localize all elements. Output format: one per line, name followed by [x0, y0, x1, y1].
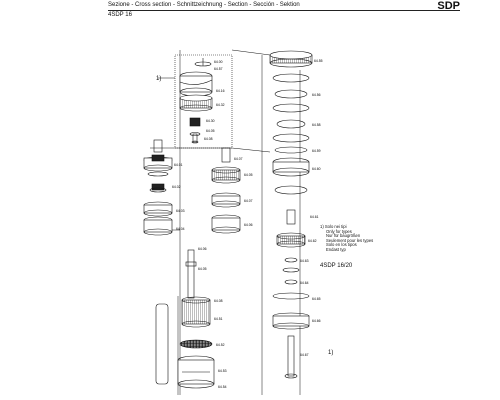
part-label: 64.65 [312, 297, 321, 301]
part-label: 64.30 [206, 119, 215, 123]
part-label: 64.60 [312, 167, 321, 171]
part-label: 64.03 [176, 209, 185, 213]
types-note: 1) Solo nei tipi Only for types Nur für … [320, 224, 374, 253]
note-line: Solo en los tipos [326, 242, 357, 248]
part-label: 64.56 [312, 93, 321, 97]
upper-assembly-group [174, 54, 233, 149]
part-label: 64.32 [216, 103, 225, 107]
part-label: 64.62 [308, 239, 317, 243]
part-label: 64.16 [216, 89, 225, 93]
part-label: 64.01 [174, 163, 183, 167]
right-bearing-stack [269, 50, 313, 379]
part-label: 64.57 [214, 67, 223, 71]
callout-1-lower: 1) [328, 350, 334, 356]
part-label: 64.64 [300, 281, 309, 285]
part-label: 64.07 [244, 199, 253, 203]
part-label: 64.61 [310, 215, 319, 219]
header-rule [108, 10, 460, 11]
part-label: 64.54 [218, 385, 227, 389]
part-label: 64.02 [172, 185, 181, 189]
brand-logo: SDP [437, 0, 460, 12]
part-label: 64.53 [218, 369, 227, 373]
part-label: 64.63 [300, 259, 309, 263]
model-label: 4SDP 16 [108, 12, 132, 18]
note-line: Only for types [326, 228, 352, 234]
part-label: 64.05 [198, 267, 207, 271]
note-line: Nur für baugrößen [326, 233, 361, 239]
note-line: 1) Solo nei tipi [320, 224, 347, 229]
part-label: 64.67 [300, 353, 309, 357]
note-line: Endast typ [326, 246, 346, 252]
part-label: 64.04 [176, 227, 185, 231]
part-label: 64.55 [314, 59, 323, 63]
part-label: 64.51 [214, 317, 223, 321]
callout-1-upper: 1) [156, 76, 162, 82]
note-line: Seulement pour les types [326, 237, 374, 243]
part-label: 64.06 [198, 247, 207, 251]
part-label: 64.52 [216, 343, 225, 347]
part-label: 64.08 [204, 137, 213, 141]
lower-left-assembly [155, 249, 215, 389]
part-label: 64.59 [312, 149, 321, 153]
part-label: 64.05 [206, 129, 215, 133]
part-label: 64.00 [214, 60, 223, 64]
middle-pump-stage [211, 147, 241, 234]
variant-label: 4SDP 16/20 [320, 263, 353, 269]
left-pump-stack [143, 139, 173, 236]
part-label: 64.07 [234, 157, 243, 161]
part-label: 64.58 [312, 123, 321, 127]
part-label: 64.08 [214, 299, 223, 303]
part-number-tags: 64.00 64.57 64.16 64.32 64.30 64.05 64.0… [172, 59, 323, 389]
header-title: Sezione - Cross section - Schnittzeichnu… [108, 2, 300, 8]
part-label: 64.66 [312, 319, 321, 323]
part-label: 64.06 [244, 223, 253, 227]
part-label: 64.05 [244, 173, 253, 177]
